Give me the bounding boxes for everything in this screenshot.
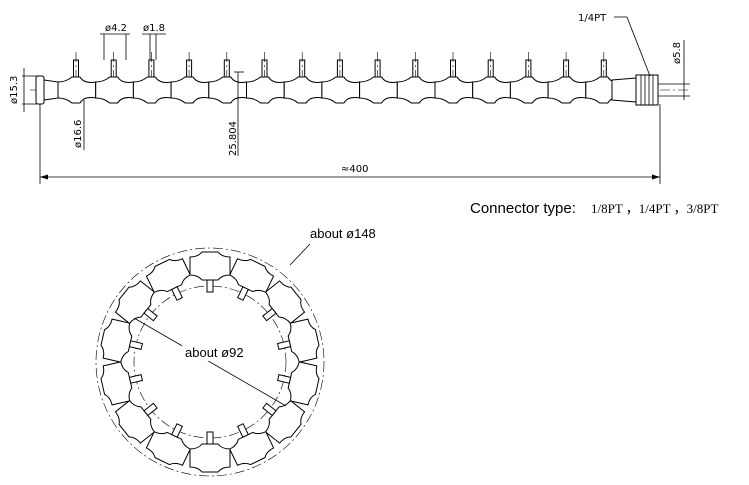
- dim-overall-length: ≈400: [39, 104, 661, 184]
- dim-25-804: 25.804: [228, 71, 244, 156]
- label-25-804: 25.804: [228, 121, 239, 156]
- dim-dia-16-6: ø16.6: [73, 100, 85, 150]
- dim-dia-4-2: ø4.2: [100, 23, 130, 60]
- hose-segments: [57, 52, 624, 104]
- hose-segment: [547, 76, 587, 104]
- ring-segment: [100, 361, 144, 406]
- hose-segment: [208, 76, 247, 104]
- label-1-4pt: 1/4PT: [578, 13, 607, 24]
- hose-segment: [95, 76, 134, 104]
- connector-type-label: Connector type:: [470, 200, 576, 217]
- ring-hose-view: about ø148 about ø92: [95, 226, 376, 477]
- leader-outer: [289, 243, 311, 266]
- label-outer-diameter: about ø148: [310, 226, 376, 241]
- inner-centerline-circle: [133, 285, 287, 439]
- hose-segment: [359, 76, 398, 104]
- hose-segment: [472, 76, 511, 104]
- leader-1-4pt: 1/4PT: [578, 13, 651, 77]
- hose-segment: [509, 76, 549, 104]
- label-inner-diameter: about ø92: [185, 345, 244, 360]
- label-inner-bg: [182, 343, 262, 361]
- ring-segments: [100, 251, 320, 473]
- dim-dia-5-8: ø5.8: [658, 40, 690, 100]
- dim-dia-1-8: ø1.8: [142, 23, 166, 60]
- ring-segment: [276, 318, 320, 363]
- label-length: ≈400: [341, 164, 368, 175]
- hose-segment: [434, 76, 474, 104]
- label-dia-15-3: ø15.3: [9, 76, 20, 104]
- outer-centerline-circle: [95, 247, 325, 477]
- ring-segment: [145, 258, 191, 301]
- hose-segment: [396, 76, 436, 104]
- hose-segment: [283, 76, 323, 104]
- hose-segment: [132, 76, 172, 104]
- ring-segment: [100, 318, 144, 363]
- dim-dia-15-3: ø15.3: [9, 68, 40, 112]
- ring-segment: [276, 361, 320, 406]
- connector-type-note: Connector type: 1/8PT ，1/4PT ，3/8PT: [470, 200, 718, 217]
- hose-segment: [57, 76, 97, 104]
- left-end-fitting: [35, 75, 59, 105]
- label-dia-5-8: ø5.8: [672, 42, 683, 64]
- connector-type-values: 1/8PT ，1/4PT ，3/8PT: [591, 201, 718, 216]
- ring-segment: [262, 280, 306, 325]
- label-dia-4-2: ø4.2: [105, 23, 127, 34]
- label-dia-16-6: ø16.6: [73, 120, 84, 148]
- hose-segment: [246, 76, 285, 104]
- hose-segment: [170, 76, 210, 104]
- hose-segment: [321, 76, 361, 104]
- label-dia-1-8: ø1.8: [143, 23, 165, 34]
- right-connector: [611, 74, 659, 106]
- leader-inner: [133, 317, 287, 407]
- ring-segment: [189, 251, 231, 293]
- ring-segment: [189, 431, 231, 473]
- straight-hose-view: ø4.2 ø1.8 ø15.3 ø16.6 25.804: [9, 13, 690, 184]
